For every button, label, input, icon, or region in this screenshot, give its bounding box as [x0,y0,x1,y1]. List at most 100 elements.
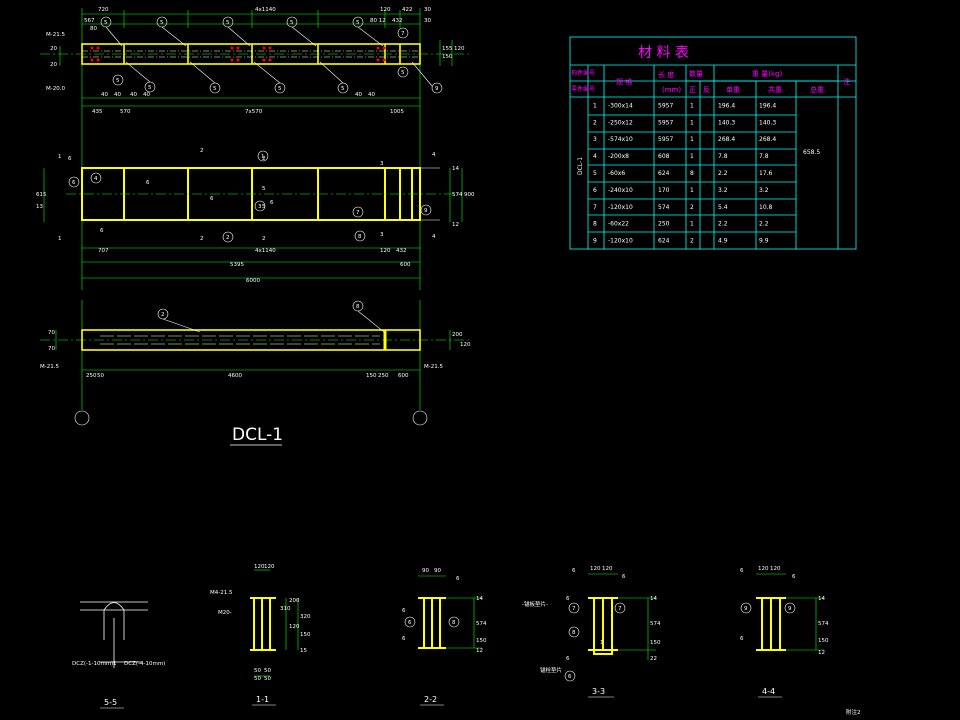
dim-text: 432 [396,248,407,254]
callout-text: 5 [356,20,360,26]
weld-label: 6 [566,656,570,662]
dim-text: 14 [452,166,459,172]
table-cell-qty: 8 [690,170,694,177]
header-spec: 规 格 [616,77,632,86]
weld-label: 6 [100,228,104,234]
material-table: 材 料 表 构件编号 零件编号 规 格 长 度 (mm) 数量 正 反 重 量(… [569,36,857,250]
section-5-5: DCZ(-1-10mm) 1 DCZ(-4-10mm) 5-5 [72,601,165,709]
section-2-2: 90 90 14 574 12 150 6 8 6 6 6 2-2 [402,568,487,706]
table-cell-unit: 5.4 [718,204,728,211]
dim-text: 50 [264,668,271,674]
section-mark: 3 [380,161,384,167]
dim-text: 567 [84,18,95,24]
callout-text: 7 [572,606,576,612]
callout-text: 5 [341,86,345,92]
section-mark: 3 [380,232,384,238]
dim-text: 80 12 [370,18,386,24]
dim-text: 90 [434,568,441,574]
weld-label: 6 [740,636,744,642]
section-title: 1-1 [256,695,269,704]
section-mark: 1 [58,154,62,160]
dim-text: 12 [818,650,825,656]
dim-text: 90 [422,568,429,574]
table-cell-len: 608 [658,153,670,160]
dim-text: 600 [398,373,409,379]
table-cell-unit: 3.2 [718,187,728,194]
header-member-no: 构件编号 [571,69,595,77]
callout-text: 8 [572,630,576,636]
dim-text: 150 [300,632,311,638]
callout-text: 1 [261,154,265,160]
header-w-unit: 单重 [726,85,740,94]
weld-label: 6 [146,180,150,186]
table-cell-spec: -120x10 [608,238,633,245]
table-cell-spec: -300x14 [608,102,633,109]
dim-text: 310 [280,606,291,612]
header-note: 注 [843,77,850,86]
header-length: 长 度 [658,70,674,79]
table-cell-unit: 4.9 [718,238,728,245]
dim-text: 615 [36,192,47,198]
table-cell-unit: 196.4 [718,102,735,109]
section-mark: 5 [262,204,266,210]
dim-text: 14 [476,596,483,602]
dim-text: 120 [380,7,391,13]
section-note: DCZ(-4-10mm) [124,661,165,667]
dim-text: 7x570 [245,109,263,115]
callout-text: 2 [226,235,230,241]
dim-text: 4x1140 [255,248,276,254]
table-cell-total: 268.4 [759,136,776,143]
member-name: DCL-1 [577,157,584,175]
dim-text: 4x1140 [255,7,276,13]
callout-text: 4 [94,176,98,182]
dim-text: 720 [98,7,109,13]
dim-text: 13 [36,204,43,210]
weld-label: 6 [210,196,214,202]
weld-label: 6 [402,608,406,614]
dim-text: 5395 [230,262,244,268]
table-cell-no: 8 [593,221,597,228]
dim-text: 50 [97,373,104,379]
weld-label: 6 [792,574,796,580]
table-cell-no: 3 [593,136,597,143]
table-cell-qty: 1 [690,119,694,126]
section-note: 1 [113,661,117,667]
callout-text: 6 [72,180,76,186]
table-cell-no: 4 [593,153,597,160]
callout-text: 7 [401,31,405,37]
dim-text: 30 [424,7,431,13]
callout-text: 5 [278,86,282,92]
section-mark: 1 [58,236,62,242]
dim-text: 1005 [390,109,404,115]
section-mark: 5 [262,186,266,192]
table-cell-len: 624 [658,170,670,177]
section-4-4: 120 120 14 574 12 150 9 9 6 6 6 4-4 [740,566,829,698]
callout-text: 9 [744,606,748,612]
table-cell-qty: 1 [690,136,694,143]
dim-text: 150 [650,640,661,646]
dim-text: 150 [818,638,829,644]
table-cell-no: 6 [593,187,597,194]
table-cell-spec: -574x10 [608,136,633,143]
weld-label: 6 [456,576,460,582]
header-w-total: 共重 [768,85,782,94]
section-title: 3-3 [592,687,605,696]
table-cell-spec: -250x12 [608,119,633,126]
table-cell-spec: -120x10 [608,204,633,211]
label-text: -锚板垫片- [522,600,548,608]
table-cell-total: 7.8 [759,153,769,160]
dim-text: 40 [355,92,362,98]
dim-text: 80 [90,26,97,32]
table-cell-total: 196.4 [759,102,776,109]
section-3-3: 120 120 14 574 22 150 7 7 8 6 6 6 6 1 6 … [522,566,661,698]
weld-label: 6 [622,574,626,580]
weld-label: 6 [68,156,72,162]
dim-text: 155 [442,46,453,52]
weld-label: 1 [600,640,604,646]
front-view-dimensions: 615 13 14 574 900 12 707 4x1140 120 432 … [36,166,475,284]
dim-text: 574 [818,621,829,627]
dim-text: 12 [452,222,459,228]
